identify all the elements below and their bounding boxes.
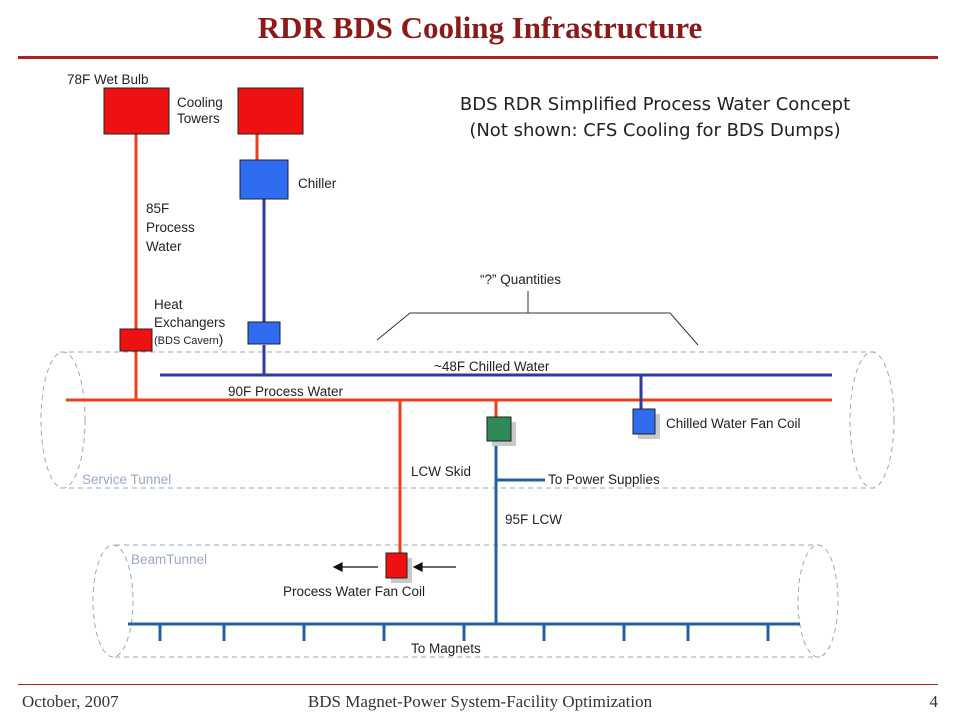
- chiller-icon: [239, 159, 289, 200]
- footer-page-number: 4: [929, 692, 939, 711]
- lcw-lines: [128, 441, 800, 641]
- quantities-label: “?” Quantities: [480, 272, 562, 287]
- process-water-85-label: 85F Process Water: [146, 201, 195, 254]
- service-tunnel-label: Service Tunnel: [82, 472, 172, 487]
- heat-exchangers-name: Heat Exchangers: [154, 297, 226, 330]
- beam-tunnel-label: BeamTunnel: [131, 552, 208, 567]
- heat-exchanger-blue-icon: [247, 321, 281, 345]
- cooling-tower-left-icon: [103, 87, 170, 135]
- quantities-brace: [376, 312, 699, 346]
- lcw-skid-label: LCW Skid: [411, 464, 472, 479]
- to-power-supplies-label: To Power Supplies: [548, 472, 660, 487]
- concept-heading: BDS RDR Simplified Process Water Concept…: [395, 92, 915, 144]
- footer-date: October, 2007: [22, 692, 119, 711]
- service-tunnel: [40, 351, 895, 489]
- wet-bulb-label: 78F Wet Bulb: [67, 72, 149, 87]
- footer-rule: [18, 684, 938, 685]
- to-magnets-label: To Magnets: [411, 641, 481, 656]
- process-water-lines: [66, 134, 832, 555]
- heat-exchangers-label: Heat Exchangers (BDS Cavern): [154, 296, 225, 349]
- heat-exchangers-paren: ): [218, 332, 224, 348]
- process-water-fan-coil-icon: [385, 552, 408, 579]
- airflow-arrows: [332, 562, 456, 572]
- lcw-skid-icon: [486, 416, 512, 442]
- concept-line-2: (Not shown: CFS Cooling for BDS Dumps): [469, 120, 841, 142]
- beam-tunnel: [92, 544, 839, 658]
- lcw-95-label: 95F LCW: [505, 512, 563, 527]
- chilled-water-lines: [160, 199, 832, 410]
- chilled-water-label: ~48F Chilled Water: [434, 359, 550, 374]
- heat-exchangers-location: (BDS Cavern: [154, 335, 219, 348]
- chiller-label: Chiller: [298, 176, 337, 191]
- cooling-towers-label: Cooling Towers: [177, 95, 223, 127]
- title-rule: [18, 56, 938, 59]
- heat-exchanger-red-icon: [119, 328, 153, 352]
- footer-title: BDS Magnet-Power System-Facility Optimiz…: [307, 692, 653, 711]
- cooling-tower-right-icon: [237, 87, 304, 135]
- concept-line-1: BDS RDR Simplified Process Water Concept: [459, 94, 851, 115]
- chilled-water-fan-coil-icon: [632, 408, 656, 435]
- chilled-water-fan-coil-label: Chilled Water Fan Coil: [666, 416, 801, 431]
- process-water-90-label: 90F Process Water: [228, 384, 344, 399]
- slide-title: RDR BDS Cooling Infrastructure: [257, 10, 703, 45]
- process-water-fan-coil-label: Process Water Fan Coil: [283, 584, 426, 599]
